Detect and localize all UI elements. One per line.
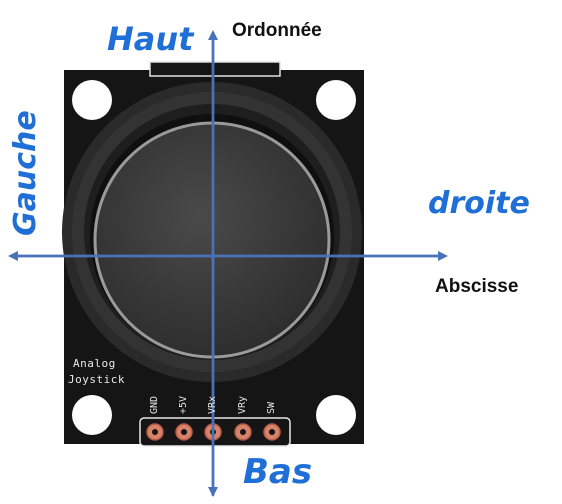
direction-down-label: Bas: [243, 452, 313, 492]
ordinate-label: Ordonnée: [232, 20, 322, 41]
mounting-hole-bottom-left: [72, 395, 112, 435]
pin-label-5v: +5V: [178, 395, 189, 414]
coordinate-axes: [8, 30, 448, 497]
pin-label-gnd: GND: [149, 395, 160, 414]
board-label-line2: Joystick: [68, 373, 125, 386]
mounting-hole-top-right: [316, 80, 356, 120]
pin-label-vrx: VRx: [207, 395, 218, 414]
direction-right-label: droite: [428, 186, 530, 221]
direction-up-label: Haut: [107, 20, 194, 58]
pin-header: [139, 417, 291, 447]
mounting-hole-top-left: [72, 80, 112, 120]
pin-label-sw: SW: [266, 401, 277, 414]
direction-left-label: Gauche: [8, 110, 43, 236]
board-label-line1: Analog: [73, 357, 116, 370]
pin-label-vry: VRy: [237, 395, 248, 414]
abscissa-label: Abscisse: [435, 276, 519, 297]
mounting-hole-bottom-right: [316, 395, 356, 435]
